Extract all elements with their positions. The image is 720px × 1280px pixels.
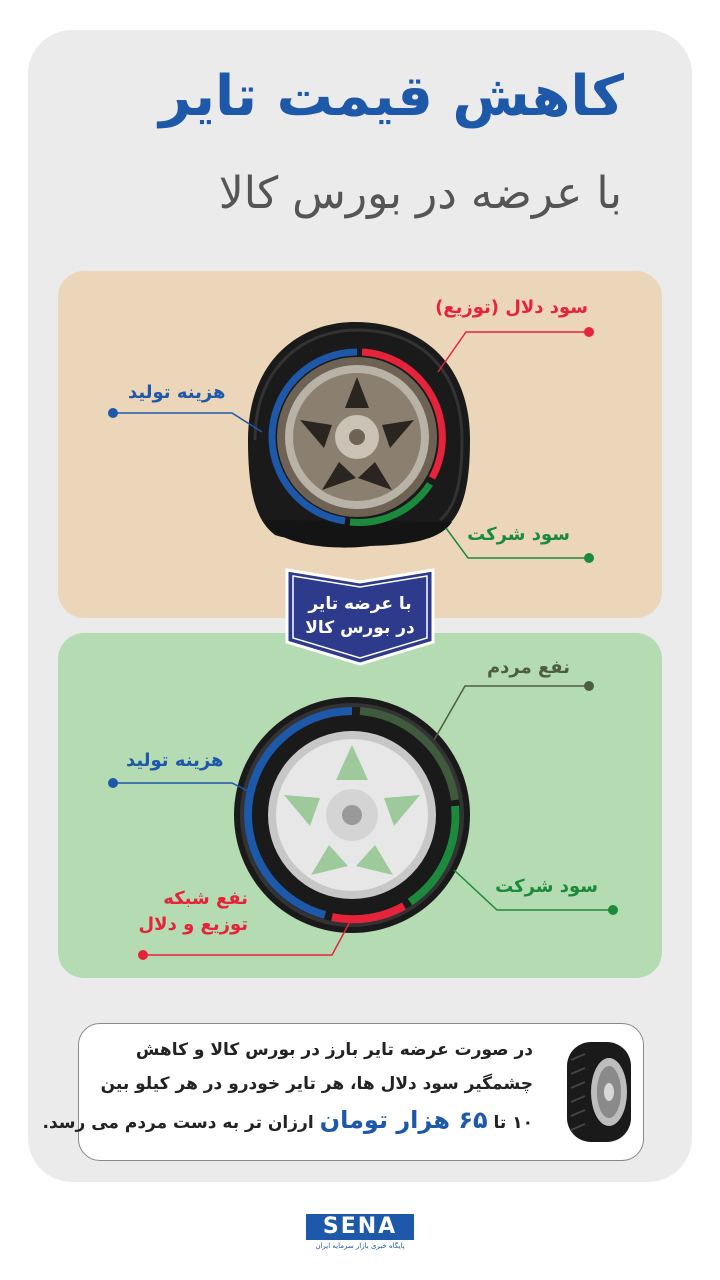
label-production-cost-after: هزینه تولید (126, 750, 224, 771)
info-line-1: در صورت عرضه تایر بارز در بورس کالا و کا… (135, 1040, 533, 1060)
info-line-3-suffix: ارزان تر به دست مردم می رسد. (42, 1113, 314, 1133)
info-line-2: چشمگیر سود دلال ها، هر تایر خودرو در هر … (100, 1074, 533, 1094)
transition-badge: با عرضه تایر در بورس کالا (285, 568, 435, 666)
label-production-cost-before: هزینه تولید (128, 382, 226, 403)
sena-logo: SENA پایگاه خبری بازار سرمایه ایران (306, 1214, 414, 1254)
label-public-benefit: نفع مردم (486, 657, 570, 678)
badge-line-2: در بورس کالا (305, 618, 415, 638)
info-range-start: ۱۰ تا (493, 1113, 533, 1133)
subtitle: با عرضه در بورس کالا (218, 168, 622, 219)
label-network-benefit-1: نفع شبکه (163, 888, 248, 909)
info-line-3: ۱۰ تا ۶۵ هزار تومان ارزان تر به دست مردم… (43, 1106, 533, 1134)
main-title: کاهش قیمت تایر (159, 64, 624, 129)
tire-icon (567, 1042, 631, 1142)
info-highlight-amount: ۶۵ هزار تومان (319, 1106, 488, 1134)
label-network-benefit-2: توزیع و دلال (138, 914, 248, 935)
info-box: در صورت عرضه تایر بارز در بورس کالا و کا… (43, 1023, 644, 1161)
badge-line-1: با عرضه تایر (308, 594, 412, 614)
logo-tagline: پایگاه خبری بازار سرمایه ایران (315, 1242, 405, 1250)
label-company-profit-before: سود شرکت (467, 524, 570, 545)
label-dealer-profit: سود دلال (توزیع) (435, 297, 588, 318)
logo-name: SENA (306, 1214, 414, 1240)
label-company-profit-after: سود شرکت (495, 876, 598, 897)
